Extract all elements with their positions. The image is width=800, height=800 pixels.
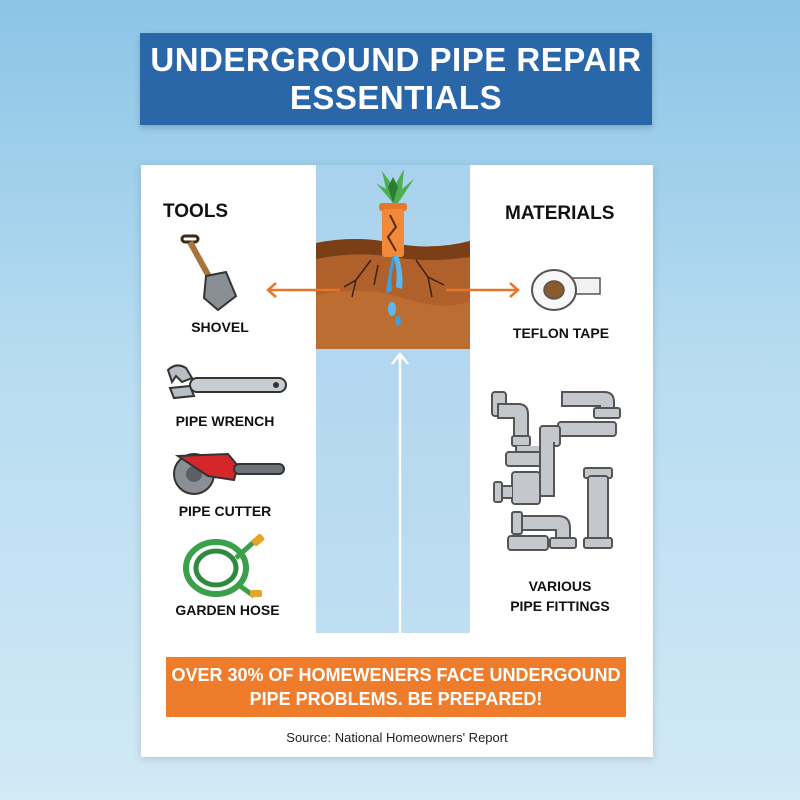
tool-label-pipe-wrench: PIPE WRENCH bbox=[175, 413, 275, 429]
stat-banner: OVER 30% OF HOMEWENERS FACE UNDERGOUND P… bbox=[166, 657, 626, 717]
material-label-pipe-fittings-line2: PIPE FITTINGS bbox=[510, 598, 610, 614]
materials-heading: MATERIALS bbox=[505, 203, 615, 224]
leaking-pipe-in-soil-icon bbox=[316, 169, 470, 349]
arrow-up-icon bbox=[391, 351, 409, 634]
tools-heading: TOOLS bbox=[163, 201, 229, 222]
title-line-1: UNDERGROUND PIPE REPAIR bbox=[150, 41, 642, 78]
shovel-icon bbox=[180, 234, 238, 312]
pipe-fittings-icon bbox=[491, 391, 621, 551]
stat-line-1: OVER 30% OF HOMEWENERS FACE UNDERGOUND bbox=[171, 665, 621, 685]
material-label-teflon-tape: TEFLON TAPE bbox=[512, 325, 610, 341]
title-line-2: ESSENTIALS bbox=[289, 79, 503, 116]
arrow-left-icon bbox=[266, 282, 340, 298]
tool-label-pipe-cutter: PIPE CUTTER bbox=[178, 503, 272, 519]
teflon-tape-icon bbox=[531, 269, 601, 311]
stat-line-2: PIPE PROBLEMS. BE PREPARED! bbox=[249, 689, 543, 709]
title-banner: UNDERGROUND PIPE REPAIR ESSENTIALS bbox=[140, 33, 652, 125]
material-label-pipe-fittings-line1: VARIOUS bbox=[528, 578, 592, 594]
garden-hose-icon bbox=[183, 534, 265, 598]
tool-label-garden-hose: GARDEN HOSE bbox=[175, 602, 280, 618]
source-note: Source: National Homeowners' Report bbox=[286, 730, 508, 745]
pipe-wrench-icon bbox=[166, 364, 287, 400]
tool-label-shovel: SHOVEL bbox=[191, 319, 249, 335]
pipe-cutter-icon bbox=[173, 452, 285, 495]
arrow-right-icon bbox=[446, 282, 520, 298]
